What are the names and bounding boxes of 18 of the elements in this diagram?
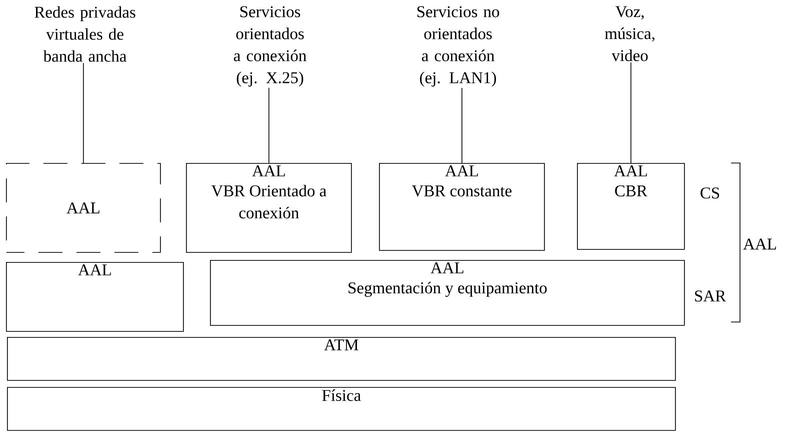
layer-box: Física bbox=[7, 387, 676, 431]
service-label: Voz, música, video bbox=[604, 6, 654, 62]
layer-box: AAL bbox=[6, 163, 161, 253]
service-label: Servicios no orientados a conexión (ej. LAN1) bbox=[417, 6, 500, 87]
layer-box: AAL bbox=[6, 262, 184, 332]
service-label: Servicios orientados a conexión (ej. X.25) bbox=[234, 6, 306, 87]
connector-line bbox=[630, 62, 632, 164]
layer-box: AAL VBR Orientado a conexión bbox=[186, 163, 352, 253]
layer-label: AAL bbox=[743, 238, 776, 250]
connector-line bbox=[268, 87, 270, 164]
layer-box: ATM bbox=[7, 337, 676, 381]
service-label: Redes privadas virtuales de banda ancha bbox=[34, 6, 136, 62]
layer-box: AAL Segmentación y equipamiento bbox=[210, 260, 685, 326]
layer-label: SAR bbox=[695, 290, 726, 302]
layer-box: AAL VBR constante bbox=[379, 163, 545, 251]
connector-line bbox=[83, 62, 84, 164]
layer-label: CS bbox=[700, 187, 720, 199]
layer-box: AAL CBR bbox=[577, 163, 685, 250]
